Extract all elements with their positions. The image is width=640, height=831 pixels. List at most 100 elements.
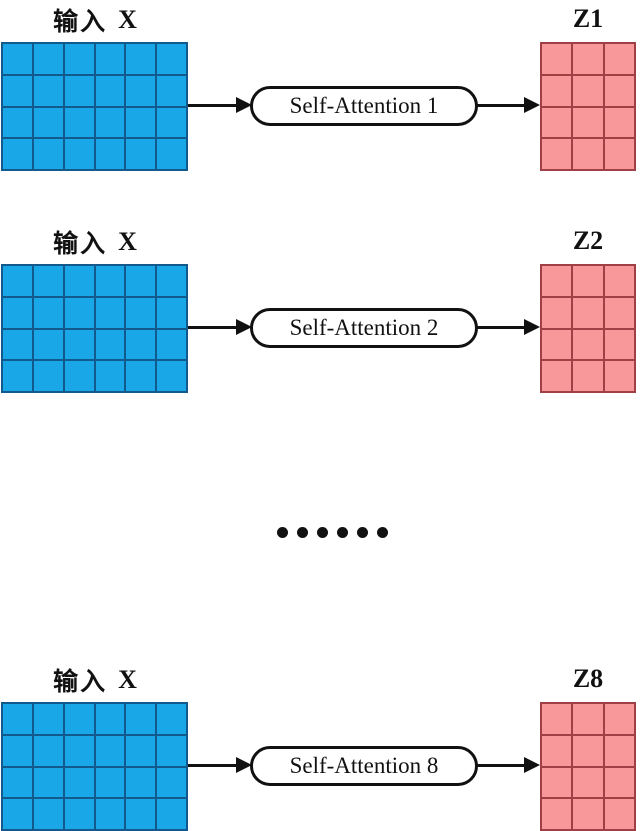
arrowhead-icon xyxy=(524,757,540,773)
self-attention-label: Self-Attention 2 xyxy=(289,315,439,340)
matrix-cell xyxy=(3,799,32,829)
arrow-shaft xyxy=(477,764,527,767)
input-label-chinese: 输入 xyxy=(53,668,108,696)
ellipsis-dot xyxy=(277,527,288,538)
matrix-cell xyxy=(157,735,186,766)
matrix-cell xyxy=(33,139,63,169)
matrix-cell xyxy=(157,767,186,798)
matrix-cell xyxy=(3,735,32,766)
matrix-cell xyxy=(126,329,156,360)
matrix-cell xyxy=(542,767,572,798)
matrix-cell xyxy=(542,704,572,734)
matrix-cell xyxy=(95,44,125,74)
matrix-cell xyxy=(157,361,186,391)
matrix-cell xyxy=(3,75,32,106)
matrix-cell xyxy=(3,266,32,296)
matrix-cell xyxy=(542,799,572,829)
matrix-cell xyxy=(157,297,186,328)
matrix-cell xyxy=(64,767,94,798)
self-attention-label: Self-Attention 1 xyxy=(289,93,439,118)
arrow-input-to-attention xyxy=(188,97,252,114)
matrix-cell xyxy=(157,107,186,138)
arrowhead-icon xyxy=(524,319,540,335)
self-attention-label: Self-Attention 8 xyxy=(289,753,439,778)
input-matrix-label: 输入 X xyxy=(0,224,190,260)
arrow-attention-to-output xyxy=(477,97,540,114)
output-matrix-label: Z8 xyxy=(572,664,604,693)
self-attention-node: Self-Attention 1 xyxy=(250,86,478,126)
matrix-cell xyxy=(157,75,186,106)
matrix-cell xyxy=(33,75,63,106)
input-label-variable: X xyxy=(118,665,137,694)
ellipsis-dot xyxy=(317,527,328,538)
matrix-cell xyxy=(573,799,603,829)
matrix-cell xyxy=(542,361,572,391)
matrix-cell xyxy=(64,266,94,296)
matrix-cell xyxy=(157,266,186,296)
matrix-cell xyxy=(126,735,156,766)
matrix-cell xyxy=(64,361,94,391)
arrow-shaft xyxy=(188,764,239,767)
arrow-attention-to-output xyxy=(477,319,540,336)
matrix-cell xyxy=(64,704,94,734)
output-matrix-label: Z2 xyxy=(572,226,604,255)
matrix-cell xyxy=(604,735,634,766)
matrix-cell xyxy=(3,361,32,391)
matrix-cell xyxy=(33,107,63,138)
matrix-cell xyxy=(542,329,572,360)
matrix-cell xyxy=(604,266,634,296)
matrix-cell xyxy=(33,266,63,296)
arrowhead-icon xyxy=(236,757,252,773)
matrix-cell xyxy=(604,704,634,734)
arrowhead-icon xyxy=(236,97,252,113)
matrix-cell xyxy=(573,329,603,360)
matrix-cell xyxy=(542,266,572,296)
attention-row-2: 输入 X Self-Attention 2 Z2 xyxy=(0,224,640,394)
matrix-cell xyxy=(573,266,603,296)
output-matrix xyxy=(540,264,636,393)
arrowhead-icon xyxy=(524,97,540,113)
matrix-cell xyxy=(573,107,603,138)
matrix-cell xyxy=(573,735,603,766)
ellipsis-dot xyxy=(357,527,368,538)
matrix-cell xyxy=(3,704,32,734)
arrow-shaft xyxy=(477,326,527,329)
matrix-cell xyxy=(604,799,634,829)
input-label-variable: X xyxy=(118,5,137,34)
matrix-cell xyxy=(604,107,634,138)
input-matrix xyxy=(1,702,188,831)
matrix-cell xyxy=(573,75,603,106)
matrix-cell xyxy=(604,361,634,391)
matrix-cell xyxy=(604,139,634,169)
arrow-shaft xyxy=(188,104,239,107)
matrix-cell xyxy=(157,799,186,829)
matrix-cell xyxy=(33,297,63,328)
matrix-cell xyxy=(3,139,32,169)
input-label-chinese: 输入 xyxy=(53,8,108,36)
matrix-cell xyxy=(95,75,125,106)
ellipsis-dot xyxy=(297,527,308,538)
matrix-cell xyxy=(64,297,94,328)
matrix-cell xyxy=(157,139,186,169)
matrix-cell xyxy=(126,107,156,138)
matrix-cell xyxy=(33,767,63,798)
input-matrix xyxy=(1,264,188,393)
matrix-cell xyxy=(542,107,572,138)
arrowhead-icon xyxy=(236,319,252,335)
matrix-cell xyxy=(604,767,634,798)
matrix-cell xyxy=(95,107,125,138)
matrix-cell xyxy=(95,735,125,766)
matrix-cell xyxy=(573,139,603,169)
matrix-cell xyxy=(33,704,63,734)
matrix-cell xyxy=(3,329,32,360)
matrix-cell xyxy=(573,44,603,74)
matrix-cell xyxy=(573,297,603,328)
matrix-cell xyxy=(33,735,63,766)
matrix-cell xyxy=(64,139,94,169)
attention-row-1: 输入 X Self-Attention 1 Z1 xyxy=(0,2,640,172)
matrix-cell xyxy=(95,361,125,391)
input-matrix xyxy=(1,42,188,171)
matrix-cell xyxy=(604,297,634,328)
matrix-cell xyxy=(64,735,94,766)
matrix-cell xyxy=(126,75,156,106)
